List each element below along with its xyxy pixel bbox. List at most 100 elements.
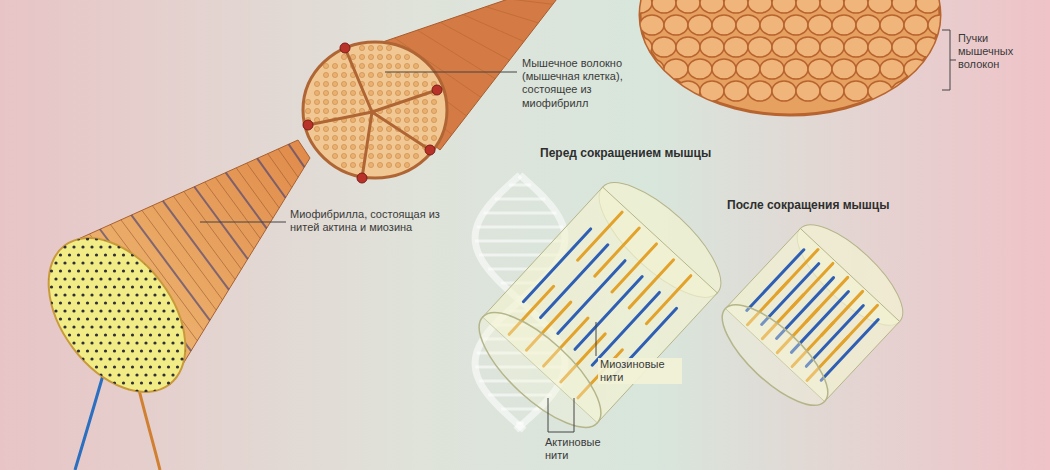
filament-dot [90, 293, 93, 296]
filament-dot [95, 221, 98, 224]
filament-dot [113, 221, 116, 224]
filament-dot [23, 413, 26, 416]
fibril-section [413, 153, 418, 158]
filament-dot [194, 397, 197, 400]
filament-dots [18, 213, 233, 416]
filament-dot [36, 213, 39, 216]
filament-dot [140, 317, 143, 320]
filament-dot [99, 341, 102, 344]
filament-dot [99, 261, 102, 264]
fascicle [748, 81, 772, 101]
filament-dot [207, 373, 210, 376]
filament-dot [189, 245, 192, 248]
filament-dot [81, 229, 84, 232]
fibril-section [413, 63, 418, 68]
filament-dot [194, 381, 197, 384]
fibril-section [422, 126, 427, 131]
filament-dot [77, 285, 80, 288]
filament-dot [117, 309, 120, 312]
filament-dot [81, 325, 84, 328]
fibril-section [386, 153, 391, 158]
filament-dot [189, 341, 192, 344]
filament-dot [72, 405, 75, 408]
fibril-section [368, 153, 373, 158]
filament-dot [198, 293, 201, 296]
filament-dot [140, 301, 143, 304]
filament-dot [194, 285, 197, 288]
fascicle [688, 15, 712, 35]
filament-dot [167, 285, 170, 288]
filament-dot [126, 245, 129, 248]
filament-dot [135, 357, 138, 360]
filament-dot [212, 269, 215, 272]
filament-dot [99, 389, 102, 392]
dna-rung [477, 226, 564, 229]
fibril-section [431, 126, 436, 131]
filament-dot [185, 333, 188, 336]
filament-dot [126, 373, 129, 376]
fibril-section [332, 81, 337, 86]
fibril-section [377, 153, 382, 158]
filament-dot [72, 213, 75, 216]
filament-dot [45, 213, 48, 216]
filament-dot [54, 309, 57, 312]
filament-dot [162, 389, 165, 392]
filament-dot [59, 301, 62, 304]
fibril-section [413, 90, 418, 95]
filament-dot [158, 285, 161, 288]
filament-dot [167, 349, 170, 352]
filament-dot [180, 325, 183, 328]
filament-dot [59, 365, 62, 368]
fibril-section [341, 108, 346, 113]
filament-dot [77, 381, 80, 384]
filament-dot [95, 333, 98, 336]
filament-dot [158, 237, 161, 240]
filament-dot [36, 389, 39, 392]
filament-dot [135, 277, 138, 280]
filament-dot [32, 253, 35, 256]
filament-dot [131, 349, 134, 352]
filament-dot [207, 277, 210, 280]
filament-dot [212, 317, 215, 320]
filament-dot [23, 253, 26, 256]
filament-dot [171, 325, 174, 328]
filament [575, 277, 642, 350]
filament-dot [171, 357, 174, 360]
filament-dot [32, 333, 35, 336]
filament-dot [135, 261, 138, 264]
filament-dot [81, 405, 84, 408]
filament-dot [131, 317, 134, 320]
filament-dot [90, 389, 93, 392]
filament-dot [108, 245, 111, 248]
filament [558, 261, 625, 334]
leader-line [385, 72, 517, 73]
fibril-section [314, 126, 319, 131]
fibril-section [377, 162, 382, 167]
filament-dot [198, 325, 201, 328]
filament-dot [113, 285, 116, 288]
filament-dot [95, 237, 98, 240]
fascicle [628, 0, 652, 13]
filament-dot [216, 277, 219, 280]
filament-dot [189, 309, 192, 312]
filament-dot [140, 349, 143, 352]
filament-dot [221, 381, 224, 384]
filament-dot [95, 269, 98, 272]
filament-dot [90, 229, 93, 232]
filament-dot [171, 309, 174, 312]
fibril-section [314, 81, 319, 86]
filament-dot [162, 341, 165, 344]
filament-dot [50, 221, 53, 224]
filament-dot [32, 413, 35, 416]
filament-dot [36, 341, 39, 344]
filament-dot [144, 389, 147, 392]
filament-dot [104, 317, 107, 320]
dna-rung [495, 198, 546, 201]
fascicle [772, 81, 796, 101]
filament-dot [68, 349, 71, 352]
filament-dot [27, 325, 30, 328]
fibril-section [368, 144, 373, 149]
filament-dot [194, 237, 197, 240]
filament-dot [216, 261, 219, 264]
fibril-section [350, 90, 355, 95]
